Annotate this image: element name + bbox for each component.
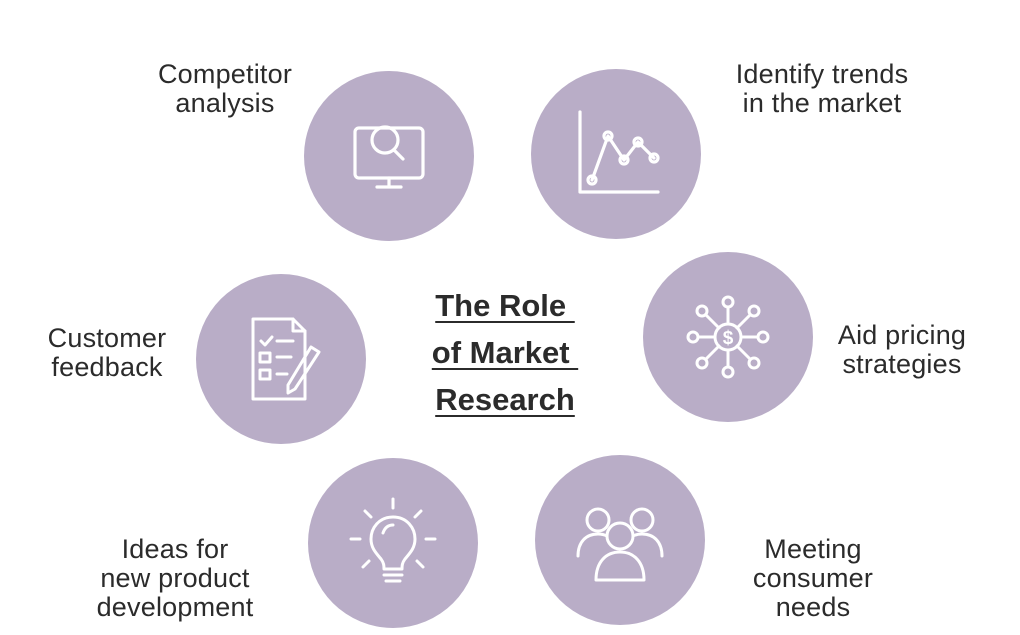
- title-line-2: of Market: [431, 335, 579, 370]
- identify-trends-line-2: in the market: [742, 88, 902, 118]
- aid-pricing-line-1: Aid pricing: [837, 320, 967, 350]
- competitor-analysis-label: Competitor analysis: [130, 60, 320, 118]
- ideas-line-1: Ideas for: [121, 534, 229, 564]
- identify-trends-label: Identify trends in the market: [712, 60, 932, 118]
- customer-feedback-label: Customer feedback: [22, 324, 192, 382]
- customer-feedback-line-1: Customer: [47, 323, 167, 353]
- competitor-analysis-line-2: analysis: [175, 88, 275, 118]
- consumer-needs-line-1: Meeting: [764, 534, 862, 564]
- title-line-1: The Role: [435, 288, 575, 323]
- aid-pricing-label: Aid pricing strategies: [812, 321, 992, 379]
- ideas-line-2: new product: [100, 563, 250, 593]
- consumer-needs-line-2: consumer: [752, 563, 874, 593]
- aid-pricing-line-2: strategies: [842, 349, 962, 379]
- competitor-analysis-line-1: Competitor: [157, 59, 293, 89]
- competitor-analysis-circle: [304, 71, 474, 241]
- identify-trends-circle: [531, 69, 701, 239]
- consumer-needs-line-3: needs: [775, 592, 851, 622]
- line-chart-icon: [578, 110, 660, 194]
- monitor-search-icon: [353, 125, 425, 189]
- ideas-label: Ideas for new product development: [70, 535, 280, 622]
- consumer-needs-circle: [535, 455, 705, 625]
- ideas-line-3: development: [96, 592, 254, 622]
- svg-text:$: $: [723, 328, 734, 349]
- people-group-icon: [576, 507, 664, 582]
- aid-pricing-circle: $: [643, 252, 813, 422]
- title-line-3: Research: [435, 382, 575, 417]
- identify-trends-line-1: Identify trends: [735, 59, 909, 89]
- customer-feedback-line-2: feedback: [51, 352, 163, 382]
- checklist-pen-icon: [251, 317, 321, 401]
- dollar-network-icon: $: [686, 295, 770, 379]
- ideas-circle: [308, 458, 478, 628]
- consumer-needs-label: Meeting consumer needs: [718, 535, 908, 622]
- lightbulb-icon: [349, 497, 437, 583]
- diagram-title: The Role of Market Research: [395, 282, 615, 423]
- customer-feedback-circle: [196, 274, 366, 444]
